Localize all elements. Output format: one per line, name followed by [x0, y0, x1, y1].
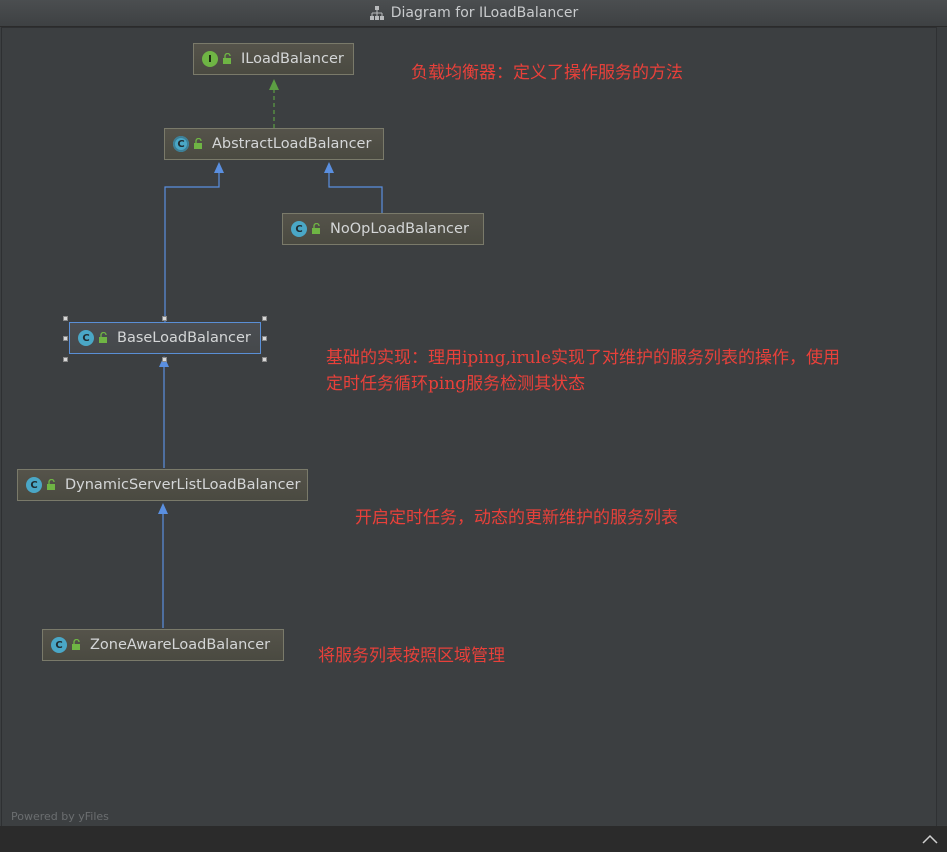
note-line: 定时任务循环ping服务检测其状态 — [326, 374, 586, 394]
window-title: Diagram for ILoadBalancer — [390, 5, 579, 21]
selection-handle[interactable] — [262, 336, 267, 341]
bottom-bar — [0, 826, 947, 852]
selection-handle[interactable] — [162, 357, 167, 362]
note-dynamicserverlistloadbalancer: 开启定时任务，动态的更新维护的服务列表 — [355, 508, 678, 528]
note-iloadbalancer: 负载均衡器：定义了操作服务的方法 — [411, 63, 683, 83]
selection-handle[interactable] — [262, 357, 267, 362]
node-label: AbstractLoadBalancer — [212, 136, 372, 152]
lock-open-icon — [99, 332, 107, 343]
node-label: DynamicServerListLoadBalancer — [65, 477, 301, 493]
node-baseloadbalancer[interactable]: C BaseLoadBalancer — [69, 322, 261, 354]
interface-icon: I — [202, 51, 218, 67]
node-label: ILoadBalancer — [241, 51, 344, 67]
diagram-canvas[interactable] — [1, 27, 937, 827]
node-noopaloadbalancer[interactable]: C NoOpLoadBalancer — [282, 213, 484, 245]
selection-handle[interactable] — [63, 336, 68, 341]
class-icon: C — [78, 330, 94, 346]
node-label: NoOpLoadBalancer — [330, 221, 469, 237]
class-icon: C — [26, 477, 42, 493]
class-icon: C — [51, 637, 67, 653]
node-label: ZoneAwareLoadBalancer — [90, 637, 271, 653]
note-line: 基础的实现：理用iping,irule实现了对维护的服务列表的操作，使用 — [326, 348, 840, 368]
selection-handle[interactable] — [162, 316, 167, 321]
chevron-up-icon[interactable] — [921, 832, 939, 846]
lock-open-icon — [312, 223, 320, 234]
note-zoneawareloadbalancer: 将服务列表按照区域管理 — [318, 646, 505, 666]
abstract-class-icon: C — [173, 136, 189, 152]
class-icon: C — [291, 221, 307, 237]
lock-open-icon — [47, 479, 55, 490]
lock-open-icon — [194, 138, 202, 149]
node-label: BaseLoadBalancer — [117, 330, 251, 346]
selection-handle[interactable] — [262, 316, 267, 321]
lock-open-icon — [223, 53, 231, 64]
node-dynamicserverlistloadbalancer[interactable]: C DynamicServerListLoadBalancer — [17, 469, 308, 501]
node-abstractloadbalancer[interactable]: C AbstractLoadBalancer — [164, 128, 384, 160]
vertical-scrollbar[interactable] — [936, 27, 947, 825]
node-iloadbalancer[interactable]: I ILoadBalancer — [193, 43, 354, 75]
hierarchy-icon — [369, 6, 384, 20]
lock-open-icon — [72, 639, 80, 650]
title-bar: Diagram for ILoadBalancer — [0, 0, 947, 27]
node-zoneawareloadbalancer[interactable]: C ZoneAwareLoadBalancer — [42, 629, 284, 661]
selection-handle[interactable] — [63, 357, 68, 362]
selection-handle[interactable] — [63, 316, 68, 321]
powered-by-label: Powered by yFiles — [11, 810, 109, 823]
note-baseloadbalancer: 基础的实现：理用iping,irule实现了对维护的服务列表的操作，使用 定时任… — [326, 345, 840, 397]
